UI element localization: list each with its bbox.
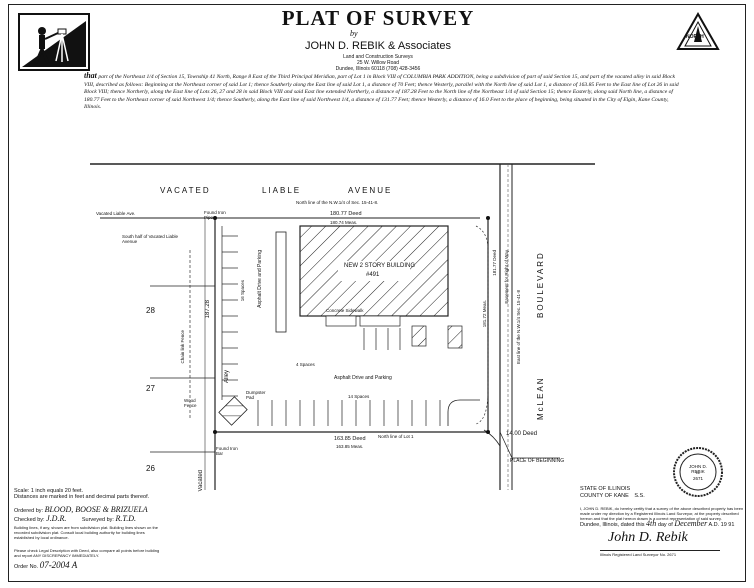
legal-check-note: Please check Legal Description with Deed… — [14, 548, 160, 558]
company-name: JOHN D. REBIK & Associates — [304, 40, 452, 52]
surveyed-by-value: R.T.D. — [115, 514, 137, 523]
north-label: NORTH — [686, 34, 704, 40]
east-line-label: East line of the N.W.1/4 Sec. 15-41-8 — [516, 290, 521, 365]
asphalt-left-label: Asphalt Drive and Parking — [257, 250, 263, 308]
vacated-alley-label: Vacated — [198, 470, 204, 492]
found-iron-bar: Found Iron Bar — [216, 446, 238, 456]
building-lines-note: Building lines, if any, shown are from s… — [14, 525, 159, 540]
found-iron-pipe: Found Iron Pipe — [204, 210, 226, 220]
bottom-north-line: North line of Lot 1 — [378, 434, 414, 439]
checked-by-label: Checked by: — [14, 517, 45, 523]
ordered-by-label: Ordered by: — [14, 508, 44, 514]
vacated-liable-label: Vacated Liable Ave. — [96, 211, 136, 216]
lot-28: 28 — [146, 306, 155, 315]
street-avenue: AVENUE — [348, 186, 393, 195]
surveyor-seal — [673, 447, 723, 497]
company-address: 25 W. Willow Road — [357, 60, 399, 66]
dim-top-meas: 180.74 Meas. — [330, 220, 358, 225]
description-lead: that — [84, 71, 97, 80]
registration: Illinois Registered Land Surveyor No. 26… — [600, 550, 720, 558]
surveyor-logo — [18, 13, 90, 71]
dim-right-deed: 181.77 Deed — [492, 250, 497, 276]
lot-27: 27 — [146, 384, 155, 393]
dumpster-label: Dumpster Pad — [246, 390, 266, 400]
company-city: Dundee, Illinois 60118 (708) 428-3456 — [335, 66, 421, 72]
dated-year: A.D. 19 91 — [708, 522, 735, 528]
ordered-by: Ordered by: BLOOD, BOOSE & BRIZUELA — [14, 506, 148, 515]
checked-by-value: J.D.R. — [46, 514, 67, 523]
seal-name: JOHN D. REBIK — [689, 464, 707, 474]
north-arrow-icon — [676, 12, 720, 50]
spaces-4: 4 Spaces — [296, 362, 315, 367]
dated-label: Dundee, Illinois, dated this — [580, 522, 645, 528]
dim-bottom-meas: 163.85 Meas. — [336, 444, 364, 449]
lot-26: 26 — [146, 464, 155, 473]
easement-label: Easement for Right of Way — [504, 250, 509, 304]
plat-by: by — [350, 29, 358, 38]
page-border — [8, 4, 746, 582]
sidewalk-label: Concrete Sidewalk — [326, 308, 364, 313]
plat-title: PLAT OF SURVEY — [281, 6, 475, 30]
north-line-label: North line of the N.W.1/4 of Sec. 15-41-… — [296, 200, 379, 205]
street-boulevard: BOULEVARD — [536, 251, 545, 318]
spaces-16: 16 Spaces — [240, 280, 245, 302]
ss-text: S.S. — [634, 493, 645, 499]
county-text: COUNTY OF KANE — [580, 493, 629, 499]
asphalt-bottom-label: Asphalt Drive and Parking — [334, 375, 392, 381]
street-mclean: McLEAN — [536, 376, 545, 420]
description-text: part of the Northeast 1/4 of Section 15,… — [84, 74, 679, 111]
seal-state: IL — [696, 470, 700, 475]
seal-number: 2671 — [692, 476, 703, 481]
certification-text: I, JOHN D. REBIK, do hereby certify that… — [580, 506, 744, 521]
street-vacated: VACATED — [160, 186, 211, 195]
dated-month: December — [674, 519, 708, 528]
dim-right-meas: 181.72 Meas. — [482, 300, 487, 328]
wood-fence-label: Wood Fence — [184, 398, 197, 408]
checked-by: Checked by: J.D.R. Surveyed by: R.T.D. — [14, 515, 136, 524]
street-liable: LIABLE — [262, 186, 302, 195]
dim-14: 14.00 Deed — [506, 431, 538, 437]
chainlink-label: Chain link Fence — [180, 330, 185, 364]
scale-note: Scale: 1 inch equals 20 feet. — [14, 488, 84, 494]
state-label: STATE OF ILLINOIS — [580, 486, 631, 492]
dated-day: 4th — [646, 519, 657, 528]
alley-label: Alley — [224, 370, 230, 384]
building-number: #491 — [366, 272, 380, 278]
spaces-14: 14 Spaces — [348, 394, 370, 399]
signature: John D. Rebik — [608, 530, 688, 545]
company-subtitle: Land and Construction Surveys — [343, 54, 413, 60]
order-label: Order No. — [14, 564, 39, 570]
county-label: COUNTY OF KANE S.S. — [580, 493, 645, 500]
south-half-label: South half of Vacated Liable Avenue — [122, 234, 178, 244]
place-of-beginning: PLACE OF BEGINNING — [510, 458, 565, 464]
dim-left: 187.28 — [205, 300, 211, 319]
order-number: Order No. 07-2004 A — [14, 560, 78, 571]
surveyed-by-label: Surveyed by: — [81, 517, 114, 523]
order-value: 07-2004 A — [39, 560, 78, 570]
dim-top-deed: 180.77 Deed — [330, 211, 362, 217]
building-label: NEW 2 STORY BUILDING — [344, 263, 416, 269]
dim-bottom-deed: 163.85 Deed — [334, 436, 366, 442]
dumpster-pad — [218, 396, 248, 426]
ordered-by-value: BLOOD, BOOSE & BRIZUELA — [44, 505, 148, 514]
dated-line: Dundee, Illinois, dated this 4th day of … — [580, 520, 746, 529]
legal-description: that part of the Northeast 1/4 of Sectio… — [84, 72, 684, 112]
distances-note: Distances are marked in feet and decimal… — [14, 494, 150, 500]
dated-day-of: day of — [657, 522, 673, 528]
